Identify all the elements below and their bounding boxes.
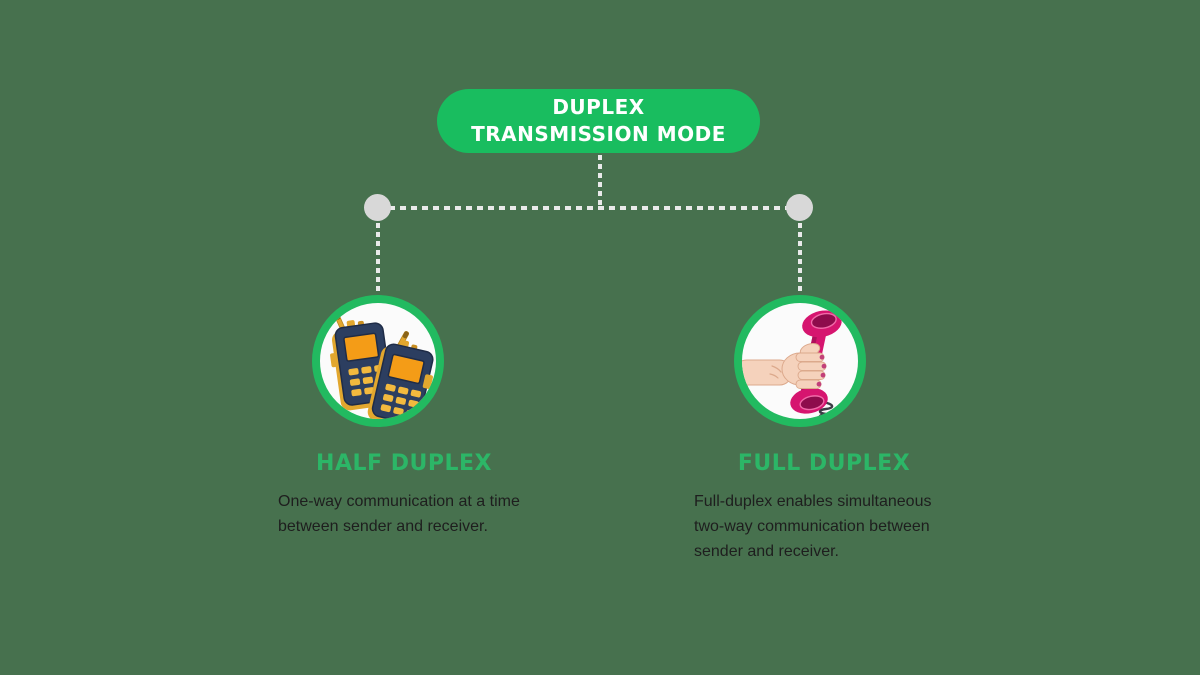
full-duplex-section: FULL DUPLEX Full-duplex enables simultan… — [694, 451, 954, 564]
walkie-talkie-icon — [330, 312, 434, 419]
connector-stem-left — [376, 223, 380, 293]
half-duplex-description: One-way communication at a time between … — [278, 493, 520, 535]
half-duplex-circle — [312, 295, 444, 427]
half-duplex-section: HALF DUPLEX One-way communication at a t… — [278, 451, 530, 539]
full-duplex-heading: FULL DUPLEX — [737, 451, 911, 476]
connector-stem-right — [798, 223, 802, 293]
title-pill: DUPLEX TRANSMISSION MODE — [437, 89, 760, 153]
full-duplex-circle — [734, 295, 866, 427]
connector-node-left — [364, 194, 391, 221]
telephone-handset-icon — [742, 310, 842, 419]
connector-stem-top — [598, 155, 602, 206]
connector-node-right — [786, 194, 813, 221]
half-duplex-heading: HALF DUPLEX — [316, 451, 492, 476]
diagram-title: DUPLEX TRANSMISSION MODE — [471, 95, 726, 146]
full-duplex-description: Full-duplex enables simultaneous two-way… — [694, 493, 932, 560]
connector-crossbar — [378, 206, 800, 210]
